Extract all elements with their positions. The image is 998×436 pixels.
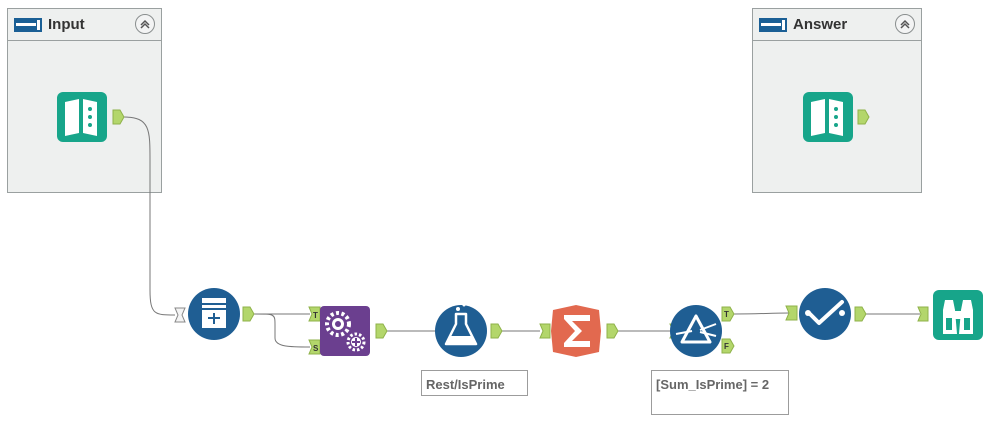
formula-tool[interactable]: [435, 303, 487, 358]
answer-container-header[interactable]: Answer: [753, 9, 921, 41]
connection-filter-to-select: [733, 312, 791, 315]
anchor-label-t: T: [313, 311, 318, 320]
sigma-icon: [564, 315, 590, 347]
output-anchor: [112, 109, 125, 125]
select-tool[interactable]: [799, 288, 851, 340]
text-input-tool[interactable]: [57, 92, 107, 142]
input-anchor: [174, 307, 186, 323]
gears-icon: [325, 311, 366, 352]
book-icon: [811, 99, 843, 136]
collapse-button[interactable]: [895, 14, 915, 34]
output-anchor: [606, 323, 619, 339]
output-anchor: [375, 323, 388, 339]
chevron-up-icon: [140, 19, 150, 29]
book-icon: [65, 99, 97, 136]
anchor-label-f: F: [724, 342, 729, 351]
formula-annotation[interactable]: Rest/IsPrime: [421, 370, 528, 396]
input-anchor: [917, 306, 929, 322]
filter-tool[interactable]: [670, 305, 722, 357]
output-anchor: [854, 306, 867, 322]
output-anchor: [490, 323, 503, 339]
anchor-label-s: S: [313, 344, 319, 353]
container-icon: [759, 18, 787, 32]
annotation-text: [Sum_IsPrime] = 2: [656, 377, 770, 392]
chevron-up-icon: [900, 19, 910, 29]
text-input-answer-tool[interactable]: [803, 92, 853, 142]
connection-input-to-generate: [123, 116, 176, 316]
input-anchor-source: [308, 339, 321, 355]
checkmark-icon: [805, 300, 845, 325]
container-title: Input: [48, 16, 85, 33]
filter-annotation[interactable]: [Sum_IsPrime] = 2: [651, 370, 789, 415]
output-anchor: [857, 109, 870, 125]
flask-icon: [444, 303, 478, 346]
summarize-tool[interactable]: [551, 305, 601, 357]
output-anchor-false: [721, 338, 735, 354]
input-anchor: [539, 323, 551, 339]
output-anchor: [242, 306, 255, 322]
list-add-icon: [202, 298, 226, 328]
browse-tool[interactable]: [933, 290, 983, 340]
output-anchor-true: [721, 306, 735, 322]
container-title: Answer: [793, 16, 848, 33]
prism-icon: [675, 314, 717, 344]
anchor-label-t: T: [724, 310, 729, 319]
connection-generate-to-append-s: [253, 313, 311, 348]
generate-rows-tool[interactable]: [188, 288, 240, 340]
input-anchor: [785, 305, 798, 321]
container-icon: [14, 18, 42, 32]
annotation-text: Rest/IsPrime: [426, 377, 505, 392]
input-container[interactable]: Input: [7, 8, 162, 193]
input-anchor-targets: [308, 306, 321, 322]
append-fields-tool[interactable]: [320, 306, 370, 356]
collapse-button[interactable]: [135, 14, 155, 34]
input-container-header[interactable]: Input: [8, 9, 161, 41]
binoculars-icon: [943, 300, 973, 334]
